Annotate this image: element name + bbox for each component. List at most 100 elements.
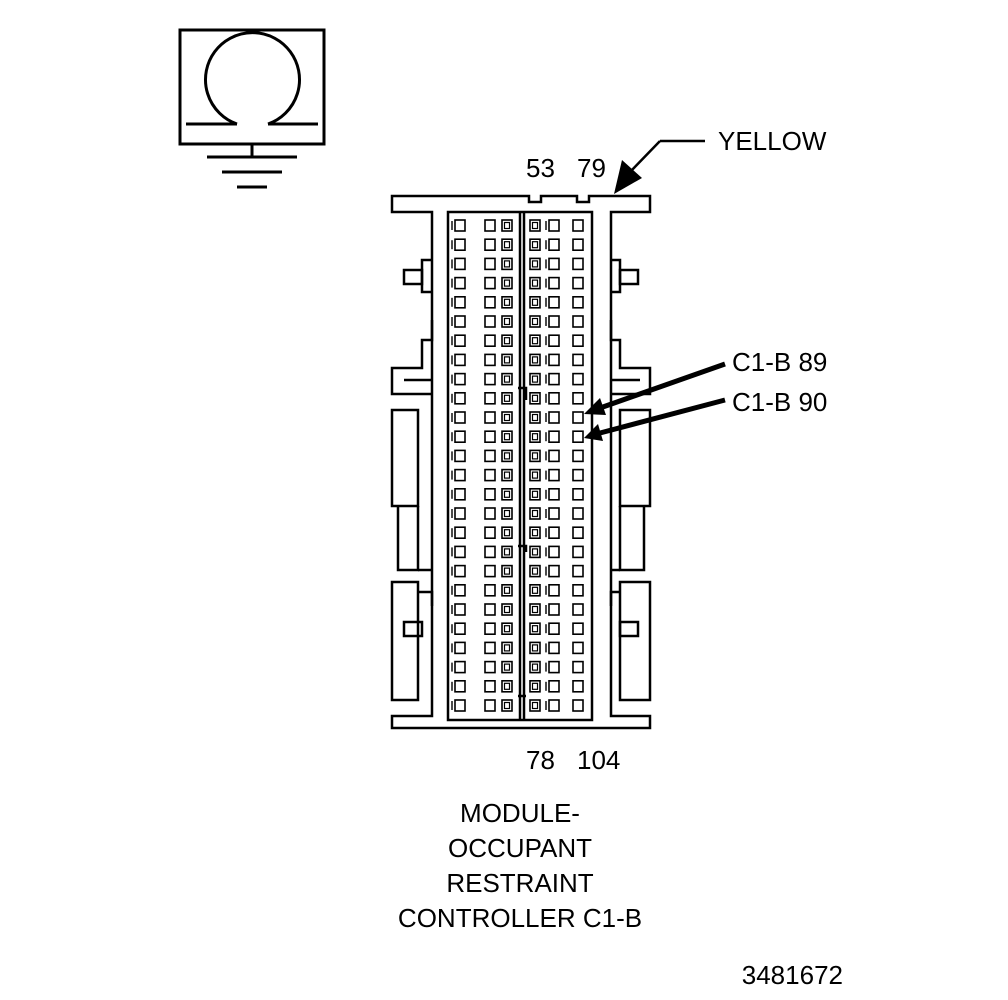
pin-cavity [454,276,466,290]
pin-terminal [503,433,511,441]
pin-cavity [548,487,560,501]
pin-cavity [484,641,496,655]
pin-cavity [572,641,584,655]
pin-cavity [529,295,541,309]
pin-cavity [501,679,513,693]
pin-cavity [548,468,560,482]
pin-cavity [484,699,496,712]
pin-cavity [501,526,513,540]
pin-terminal [503,567,511,575]
pin-cavity [572,660,584,674]
pin-cavity [454,583,466,597]
pin-cavity [501,603,513,616]
pin-cavity [529,353,541,367]
pin-terminal [503,452,511,460]
pin-cavity [529,545,541,559]
pin-cavity [529,411,541,424]
pin-cavity [484,391,496,405]
pin-terminal [503,279,511,287]
callout-arrow-89 [584,361,726,415]
pin-terminal [503,375,511,383]
pin-terminal [503,413,511,422]
pin-cavity [548,679,560,693]
pin-cavity [454,526,466,540]
pin-cavity [548,583,560,597]
pin-cavity [548,622,560,636]
pin-cavity [572,334,584,348]
pin-terminal [503,548,511,556]
pin-terminal [503,298,511,306]
pin-cavity [529,679,541,693]
pin-cavity [548,603,560,616]
pin-cavity [484,295,496,309]
pin-cavity [548,257,560,271]
pin-cavity [454,507,466,520]
pin-cavity [572,449,584,463]
callout-label-89: C1-B 89 [732,347,827,377]
pin-label-top-left: 53 [526,153,555,183]
pin-cavity [548,507,560,520]
pin-terminal [503,317,511,326]
title-line-4: CONTROLLER C1-B [398,903,642,933]
pin-cavity [529,660,541,674]
pin-terminal [531,701,539,710]
pin-terminal [531,663,539,671]
pin-cavity [529,583,541,597]
pin-terminal [503,394,511,402]
pin-cavity [529,603,541,616]
pin-terminal [531,356,539,364]
pin-cavity [572,468,584,482]
pin-cavity [454,660,466,674]
pin-cavity [484,507,496,520]
pin-cavity [484,238,496,251]
pin-cavity [501,411,513,424]
pin-cavity [484,219,496,232]
pin-terminal [503,509,511,518]
pin-terminal [503,471,511,479]
pin-cavity [484,526,496,540]
pin-cavity [454,238,466,251]
pin-cavity [572,315,584,328]
pin-terminal [531,529,539,537]
pin-terminal [531,221,539,230]
pin-cavity [501,622,513,636]
ground-ohm-icon [178,28,326,189]
pin-cavity [454,449,466,463]
pin-terminal [503,490,511,498]
pin-terminal [531,279,539,287]
pin-cavity [572,430,584,444]
pin-cavity [529,257,541,271]
pin-terminal [531,452,539,460]
pin-cavity [501,449,513,463]
pin-cavity [454,353,466,367]
pin-cavity [572,391,584,405]
pin-cavity [501,430,513,444]
connector-housing [390,194,652,730]
pin-cavity [529,699,541,712]
pin-cavity [484,430,496,444]
pin-terminal [503,586,511,594]
pin-cavity [501,372,513,386]
pin-cavity [529,391,541,405]
pin-cavity [484,372,496,386]
connector-color-label: YELLOW [718,126,827,156]
pin-cavity [548,238,560,251]
pin-cavity [501,641,513,655]
pin-cavity [454,603,466,616]
pin-terminal [531,241,539,249]
pin-cavity [548,372,560,386]
pin-terminal [503,644,511,652]
pin-cavity [501,219,513,232]
pin-cavity [548,641,560,655]
pin-cavity [484,564,496,578]
pin-terminal [503,625,511,633]
pin-terminal [531,548,539,556]
pin-cavity [484,334,496,348]
pin-cavity [484,353,496,367]
pin-terminal [531,298,539,306]
callout-arrow-90 [584,397,726,441]
pin-cavity [529,468,541,482]
pin-cavity [454,295,466,309]
pin-terminal [531,260,539,268]
pin-cavity [484,468,496,482]
